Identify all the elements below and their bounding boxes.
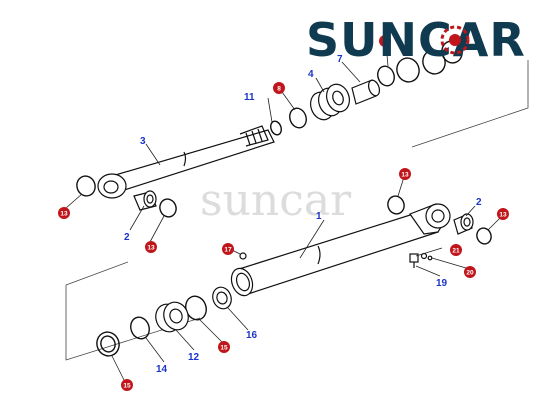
frame-line-right <box>411 60 529 148</box>
cylinder-head <box>212 286 232 310</box>
frame-line-mid <box>65 261 129 286</box>
svg-text:8: 8 <box>277 86 281 93</box>
callout-badge-15-b: 15 <box>121 379 133 391</box>
callout-19: 19 <box>436 278 448 289</box>
svg-text:13: 13 <box>495 0 503 2</box>
frame-line-left <box>65 285 201 361</box>
snap-ring <box>270 120 282 136</box>
callout-11: 11 <box>244 92 255 103</box>
callout-badge-21: 21 <box>450 244 462 256</box>
svg-text:13: 13 <box>147 245 155 252</box>
callout-badge-13-left-b: 13 <box>145 241 157 253</box>
piston-rod <box>97 125 275 199</box>
suncar-logo: SUNCAR <box>306 13 526 62</box>
svg-text:9: 9 <box>383 39 387 46</box>
rod-seal-assembly <box>155 301 189 333</box>
dust-seal-right-a <box>387 195 405 215</box>
callout-badge-15-a: 15 <box>218 341 230 353</box>
small-plug <box>239 252 247 260</box>
callout-1: 1 <box>316 211 322 222</box>
callout-2-left: 2 <box>124 232 130 243</box>
piston-ring-4 <box>441 40 463 64</box>
dust-seal-right-b <box>476 227 492 245</box>
callout-4: 4 <box>308 69 314 80</box>
callout-7: 7 <box>337 54 343 65</box>
dust-seal-left-b <box>159 198 177 218</box>
piston-ring-1 <box>377 65 395 87</box>
bushing-left <box>133 190 157 211</box>
svg-text:15: 15 <box>220 345 228 352</box>
callout-14: 14 <box>156 364 168 375</box>
callout-badge-17: 17 <box>222 243 234 255</box>
callout-badge-13-right-b: 13 <box>497 208 509 220</box>
callout-12: 12 <box>188 352 200 363</box>
dust-seal-left-a <box>76 175 96 197</box>
bushing-right <box>453 213 474 235</box>
wiper-ring-inner <box>100 335 116 353</box>
watermark: suncar <box>200 175 352 226</box>
backup-ring <box>130 316 150 340</box>
callout-16: 16 <box>246 330 258 341</box>
grease-fitting <box>409 252 433 268</box>
piston <box>310 83 350 121</box>
svg-text:17: 17 <box>224 247 232 254</box>
cylinder-tube <box>230 203 451 297</box>
svg-text:13: 13 <box>499 212 507 219</box>
callout-badge-20: 20 <box>464 266 476 278</box>
piston-sleeve <box>351 79 381 105</box>
callout-2-right: 2 <box>476 197 482 208</box>
svg-text:20: 20 <box>466 270 474 277</box>
callout-badge-13-left-a: 13 <box>58 207 70 219</box>
callout-badge-13-right-a: 13 <box>399 168 411 180</box>
svg-text:21: 21 <box>452 248 460 255</box>
svg-text:13: 13 <box>60 211 68 218</box>
callout-badge-8: 8 <box>273 82 285 94</box>
logo-text: SUNCAR <box>306 13 526 62</box>
svg-text:15: 15 <box>123 383 131 390</box>
wiper-ring <box>96 331 120 357</box>
gear-icon <box>440 25 470 55</box>
callout-3: 3 <box>140 136 146 147</box>
svg-text:13: 13 <box>401 172 409 179</box>
ring-part-8 <box>289 107 307 129</box>
piston-ring-2 <box>396 57 420 83</box>
callout-badge-9: 9 <box>379 35 391 47</box>
callout-badge-13-extra: 13 <box>495 0 503 2</box>
